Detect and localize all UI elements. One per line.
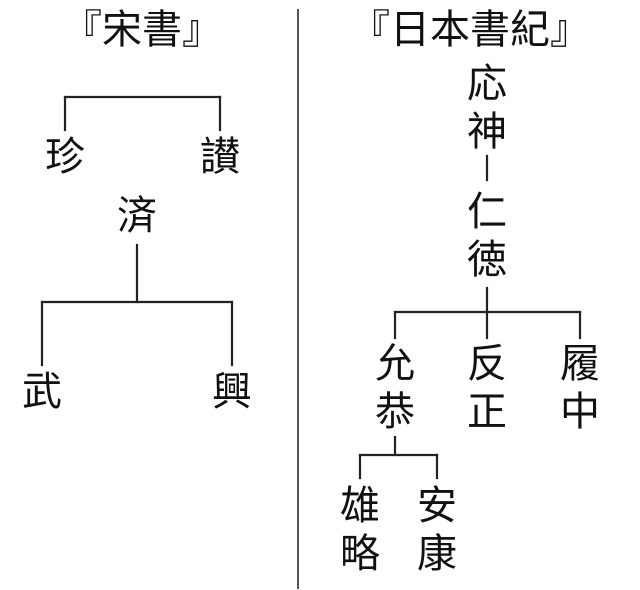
name-yuuryaku-char2: 略 bbox=[340, 531, 380, 577]
name-bu: 武 bbox=[22, 369, 62, 415]
name-ankou: 安 康 bbox=[413, 482, 461, 578]
name-yuuryaku-char1: 雄 bbox=[340, 483, 380, 529]
name-oujin: 応 神 bbox=[463, 60, 511, 156]
name-richuu: 履 中 bbox=[556, 340, 604, 436]
name-ingyou-char1: 允 bbox=[375, 341, 415, 387]
name-kou: 興 bbox=[212, 369, 252, 415]
nihon-shoki-title: 『日本書紀』 bbox=[350, 7, 590, 53]
name-richuu-char1: 履 bbox=[560, 341, 600, 387]
name-nintoku-char1: 仁 bbox=[467, 189, 507, 235]
name-san: 讃 bbox=[200, 134, 240, 180]
name-chin: 珍 bbox=[45, 134, 85, 180]
name-sei: 済 bbox=[117, 193, 157, 239]
name-oujin-char1: 応 bbox=[467, 61, 507, 107]
name-nintoku-char2: 徳 bbox=[467, 237, 507, 283]
name-ankou-char2: 康 bbox=[417, 531, 457, 577]
name-ingyou: 允 恭 bbox=[371, 340, 419, 436]
name-ingyou-char2: 恭 bbox=[375, 389, 415, 435]
name-hanzei: 反 正 bbox=[463, 340, 511, 436]
name-ankou-char1: 安 bbox=[417, 483, 457, 529]
name-hanzei-char2: 正 bbox=[467, 389, 507, 435]
name-richuu-char2: 中 bbox=[560, 389, 600, 435]
name-yuuryaku: 雄 略 bbox=[336, 482, 384, 578]
name-oujin-char2: 神 bbox=[467, 109, 507, 155]
name-hanzei-char1: 反 bbox=[467, 341, 507, 387]
song-title: 『宋書』 bbox=[62, 7, 222, 53]
name-nintoku: 仁 徳 bbox=[463, 188, 511, 284]
